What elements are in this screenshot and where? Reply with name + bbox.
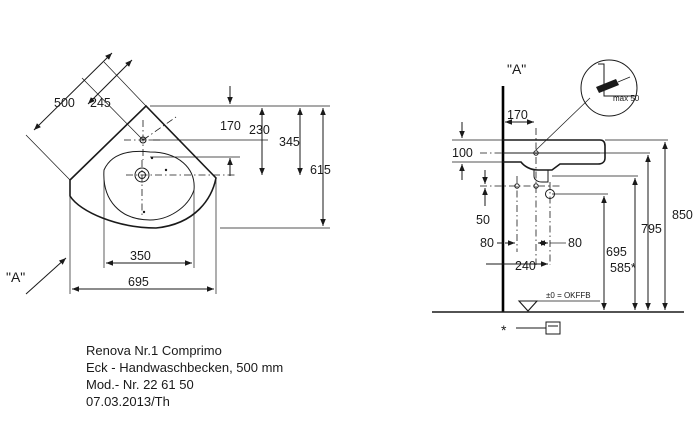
product-description: Eck - Handwaschbecken, 500 mm bbox=[86, 360, 284, 375]
plan-view: 500 245 170 230 345 615 350 695 "A" bbox=[6, 52, 331, 295]
dim-795: 795 bbox=[641, 222, 662, 236]
drawing-date: 07.03.2013/Th bbox=[86, 394, 170, 409]
dim-350: 350 bbox=[130, 249, 151, 263]
view-label-a: "A" bbox=[6, 269, 25, 285]
overflow-dot bbox=[164, 168, 168, 172]
trap bbox=[533, 170, 549, 183]
detail-screw bbox=[596, 79, 619, 93]
overflow-dot bbox=[142, 210, 146, 214]
detail-wall bbox=[598, 63, 636, 97]
detail-max-label: max 50 bbox=[613, 94, 640, 103]
product-model-number: Mod.- Nr. 22 61 50 bbox=[86, 377, 194, 392]
valve-body bbox=[545, 321, 561, 335]
dim-80-right: 80 bbox=[568, 236, 582, 250]
dim-170-elev: 170 bbox=[507, 108, 528, 122]
basin-bowl bbox=[103, 150, 195, 221]
dim-345: 345 bbox=[279, 135, 300, 149]
footnote-marker: * bbox=[501, 322, 507, 338]
diag-centerline bbox=[142, 116, 177, 141]
dim-500: 500 bbox=[54, 96, 75, 110]
dim-50: 50 bbox=[476, 213, 490, 227]
overflow-dot bbox=[150, 156, 154, 160]
product-info: Renova Nr.1 Comprimo Eck - Handwaschbeck… bbox=[86, 342, 283, 410]
dim-615: 615 bbox=[310, 163, 331, 177]
product-name: Renova Nr.1 Comprimo bbox=[86, 343, 222, 358]
dim-695-elev: 695 bbox=[606, 245, 627, 259]
dim-850: 850 bbox=[672, 208, 693, 222]
detail-leader bbox=[535, 97, 591, 151]
dim-240: 240 bbox=[515, 259, 536, 273]
dim-585: 585* bbox=[610, 261, 636, 275]
ext-line bbox=[25, 134, 71, 181]
dim-170: 170 bbox=[220, 119, 241, 133]
tap-hole-marker bbox=[533, 150, 539, 156]
detail-circle bbox=[580, 59, 638, 117]
floor-level-label: ±0 = OKFFB bbox=[546, 291, 591, 300]
basin-profile bbox=[503, 139, 606, 171]
dim-245: 245 bbox=[90, 96, 111, 110]
dim-230: 230 bbox=[249, 123, 270, 137]
view-arrow bbox=[25, 257, 67, 295]
detail-screw-tip bbox=[617, 76, 631, 83]
floor-level-marker bbox=[517, 300, 539, 312]
view-label-a-elevation: "A" bbox=[507, 61, 526, 77]
dim-line-245 bbox=[87, 59, 133, 105]
basin-outline bbox=[69, 104, 217, 229]
drain-outer bbox=[134, 167, 150, 183]
dim-100: 100 bbox=[452, 146, 473, 160]
dim-80-left: 80 bbox=[480, 236, 494, 250]
elevation-view: "A" 170 100 50 80 bbox=[432, 59, 693, 338]
dim-695: 695 bbox=[128, 275, 149, 289]
